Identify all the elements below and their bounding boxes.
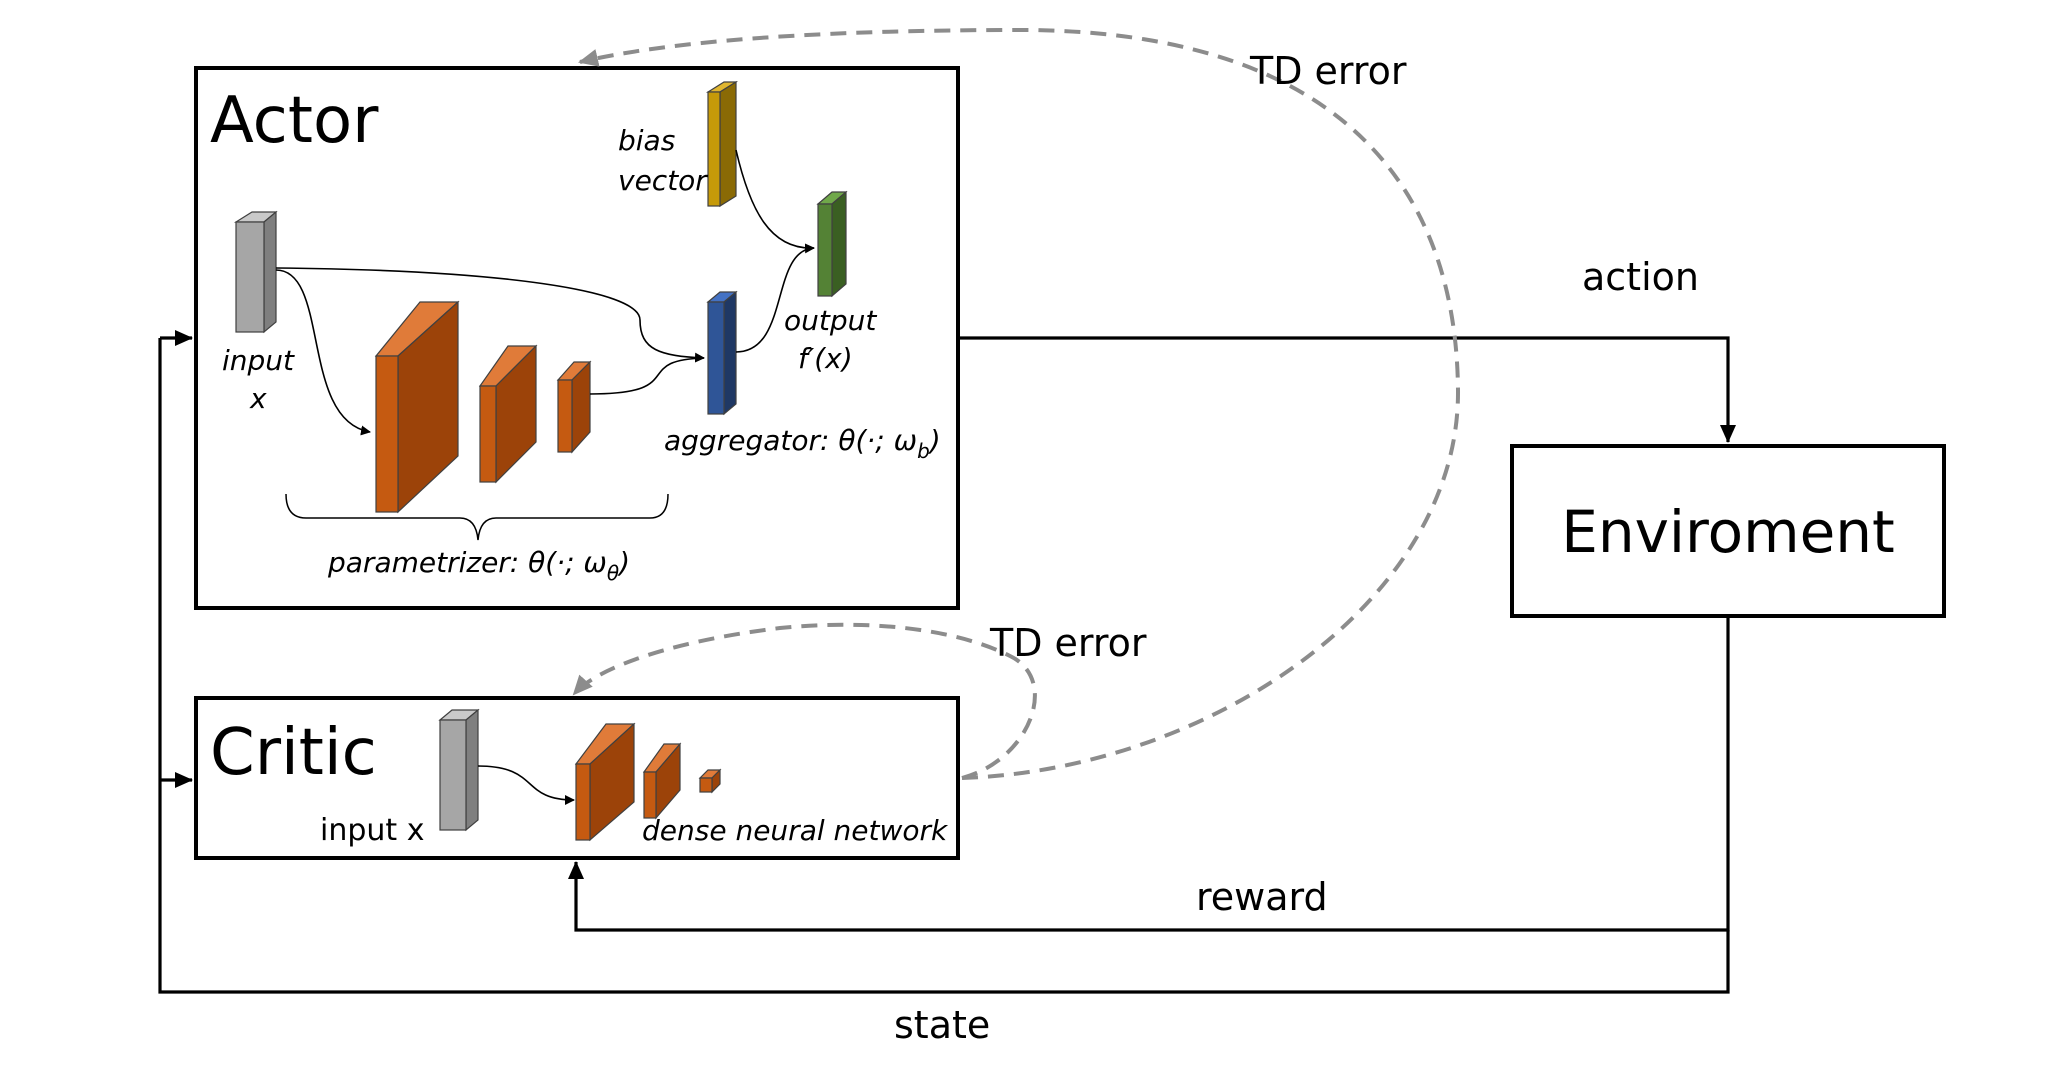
svg-text:parametrizer: θ(·; ωθ): parametrizer: θ(·; ωθ) — [327, 546, 630, 585]
state-label: state — [894, 1003, 990, 1047]
parametrizer-layer-1 — [374, 300, 460, 514]
critic-dense-layer-2 — [642, 742, 682, 820]
parametrizer-layer-3 — [556, 360, 592, 454]
bias-label-line2: vector — [618, 164, 708, 197]
action-arrow — [958, 336, 1736, 443]
critic-input-to-network-connector — [477, 765, 575, 805]
output-label-line2: f′(x) — [798, 342, 853, 375]
actor-input-label-line2: x — [249, 382, 267, 415]
td-error-to-actor-arrow — [578, 27, 1461, 780]
td-error-to-critic-arrow — [572, 622, 1037, 780]
aggregator-to-output-connector — [735, 247, 815, 353]
reward-label: reward — [1196, 875, 1328, 919]
td-error-bottom-label: TD error — [989, 621, 1147, 665]
bias-to-output-connector — [735, 149, 815, 254]
critic-input-block — [438, 708, 480, 832]
critic-title: Critic — [210, 716, 377, 790]
bias-label-line1: bias — [618, 124, 675, 157]
reward-arrow — [568, 616, 1730, 932]
output-block — [816, 190, 848, 298]
parametrizer-to-aggregator-connector — [589, 357, 705, 395]
critic-input-label: input x — [320, 813, 424, 848]
parametrizer-label: parametrizer: θ(·; ωθ) — [327, 546, 630, 585]
parametrizer-layer-2 — [478, 344, 538, 484]
actor-title: Actor — [210, 84, 379, 158]
output-label-line1: output — [784, 304, 877, 337]
aggregator-block — [706, 290, 738, 416]
input-to-parametrizer-connector — [275, 269, 371, 436]
environment-title: Enviroment — [1561, 498, 1895, 566]
actor-input-label-line1: input — [222, 344, 295, 377]
state-line — [158, 338, 1730, 994]
critic-dense-layer-3 — [698, 768, 722, 794]
td-error-top-label: TD error — [1249, 49, 1407, 93]
action-label: action — [1582, 255, 1699, 299]
actor-input-block — [233, 210, 278, 334]
parametrizer-brace — [285, 493, 669, 541]
bias-vector-block — [705, 80, 739, 208]
environment-box — [1510, 444, 1946, 618]
critic-dense-layer-1 — [574, 722, 636, 842]
input-to-aggregator-connector — [275, 267, 705, 363]
aggregator-label: aggregator: θ(·; ωb) — [664, 424, 941, 463]
critic-network-label: dense neural network — [642, 814, 949, 847]
svg-text:aggregator: θ(·; ωb): aggregator: θ(·; ωb) — [664, 424, 941, 463]
